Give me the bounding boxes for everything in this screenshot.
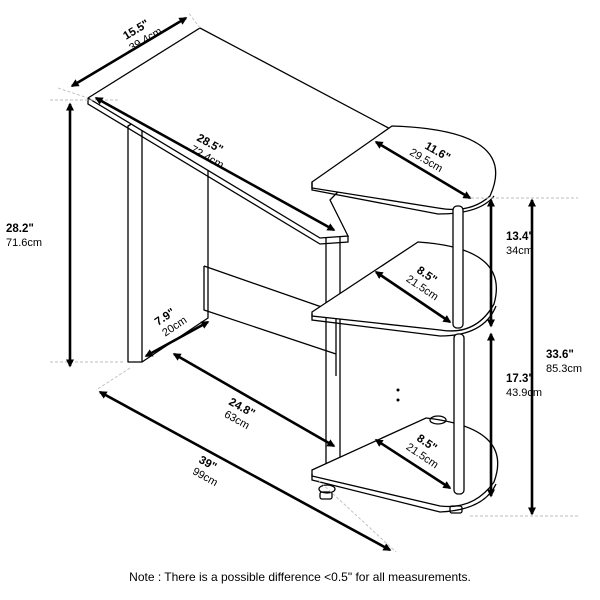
total-height-cm: 85.3cm bbox=[546, 363, 582, 375]
top-shelf-gap-in: 13.4" bbox=[506, 231, 534, 243]
dimension-arrows bbox=[66, 16, 536, 552]
top-width-arrow bbox=[94, 96, 336, 232]
screw bbox=[396, 398, 400, 402]
lower-shelf-gap-cm: 43.9cm bbox=[506, 387, 542, 399]
lower-shelf-gap-in: 17.3" bbox=[506, 373, 534, 385]
top-shelf-gap-cm: 34cm bbox=[506, 245, 533, 257]
cable-hole bbox=[429, 415, 447, 425]
desk-illustration bbox=[86, 27, 499, 514]
desktop-edge bbox=[87, 98, 349, 245]
upper-rod bbox=[452, 205, 464, 329]
measurement-note: Note : There is a possible difference <0… bbox=[129, 570, 471, 584]
lower-rod bbox=[453, 333, 465, 495]
total-width-arrow bbox=[98, 390, 392, 552]
inner-width-arrow bbox=[172, 352, 336, 448]
desktop-top bbox=[86, 27, 398, 239]
leg-depth-arrow bbox=[144, 320, 210, 358]
side-shelf-arrow bbox=[374, 140, 472, 200]
middle-shelf-arrow bbox=[374, 270, 452, 324]
foot bbox=[449, 505, 463, 514]
screw bbox=[396, 388, 400, 392]
center-column bbox=[325, 226, 341, 474]
total-height-in: 33.6" bbox=[546, 349, 574, 361]
desk-height-in: 28.2" bbox=[6, 223, 34, 235]
desk-height-cm: 71.6cm bbox=[6, 237, 42, 249]
top-depth-arrow bbox=[70, 16, 188, 88]
left-leg-panel bbox=[127, 117, 143, 363]
